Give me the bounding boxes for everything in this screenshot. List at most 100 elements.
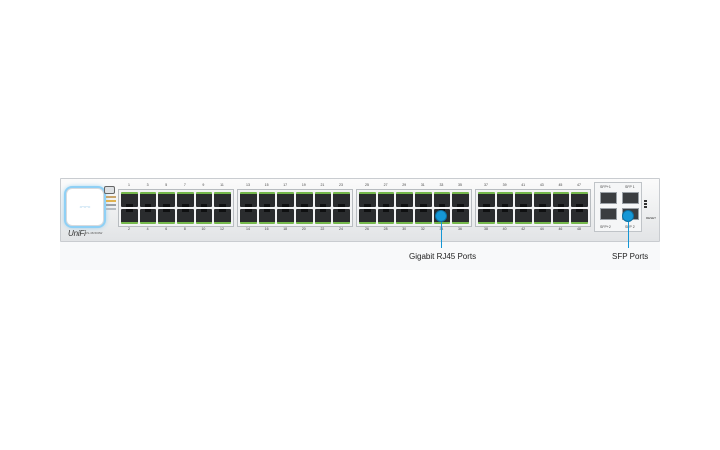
rj45-port-21 <box>314 192 332 207</box>
rj45-port-44 <box>533 209 551 224</box>
rj45-port-47 <box>571 192 588 207</box>
port-number: 4 <box>146 227 149 231</box>
rj45-port-9 <box>195 192 213 207</box>
rj45-port-6 <box>158 209 175 224</box>
sfp-label: SFP 2 <box>625 225 635 229</box>
rj45-port-43 <box>533 192 551 207</box>
rj45-port-16 <box>258 209 276 224</box>
port-number: 27 <box>383 183 388 187</box>
rj45-port-32 <box>414 209 432 224</box>
rj45-port-37 <box>478 192 495 207</box>
port-number: 43 <box>539 183 544 187</box>
port-number: 12 <box>220 227 224 231</box>
rj45-port-group <box>237 189 353 227</box>
port-number: 45 <box>558 183 563 187</box>
rj45-callout-marker <box>435 210 447 222</box>
rj45-port-31 <box>414 192 432 207</box>
rj45-port-22 <box>314 209 332 224</box>
rj45-port-19 <box>295 192 313 207</box>
port-number: 8 <box>183 227 186 231</box>
rj45-port-42 <box>515 209 532 224</box>
rj45-port-18 <box>277 209 294 224</box>
rj45-port-group <box>356 189 472 227</box>
port-number: 22 <box>320 227 325 231</box>
port-number: 35 <box>458 183 462 187</box>
rj45-port-7 <box>176 192 194 207</box>
rj45-port-27 <box>377 192 395 207</box>
port-number: 2 <box>128 227 130 231</box>
port-number: 21 <box>320 183 325 187</box>
port-number: 19 <box>301 183 306 187</box>
port-number: 10 <box>201 227 206 231</box>
port-number: 11 <box>220 183 224 187</box>
port-number: 9 <box>202 183 205 187</box>
sfp-plus-port-2 <box>600 208 617 220</box>
port-number: 18 <box>283 227 288 231</box>
rj45-port-14 <box>240 209 257 224</box>
rj45-port-36 <box>452 209 469 224</box>
unifi-logo: UniFi <box>68 229 86 238</box>
port-number: 25 <box>365 183 369 187</box>
port-number: 17 <box>283 183 288 187</box>
port-number: 13 <box>246 183 250 187</box>
rj45-port-11 <box>214 192 231 207</box>
rj45-port-10 <box>195 209 213 224</box>
status-led-icon <box>66 188 104 226</box>
sfp-plus-port-1 <box>600 192 617 204</box>
port-number: 31 <box>420 183 425 187</box>
sfp-label: SFP+1 <box>600 185 611 189</box>
port-number: 6 <box>165 227 168 231</box>
status-legend <box>106 196 116 212</box>
port-number: 28 <box>383 227 388 231</box>
rj45-port-28 <box>377 209 395 224</box>
reset-label: RESET <box>646 216 657 220</box>
port-number: 24 <box>339 227 343 231</box>
rj45-port-17 <box>277 192 294 207</box>
rj45-port-12 <box>214 209 231 224</box>
rj45-port-48 <box>571 209 588 224</box>
model-label: US-48-500W <box>85 231 103 235</box>
rj45-port-1 <box>121 192 138 207</box>
rj45-callout-label: Gigabit RJ45 Ports <box>409 252 477 261</box>
port-number: 26 <box>365 227 369 231</box>
rj45-port-46 <box>552 209 570 224</box>
rj45-port-8 <box>176 209 194 224</box>
port-number: 5 <box>165 183 168 187</box>
sfp-panel: SFP+1 SFP 1 SFP+2 SFP 2 <box>594 182 642 232</box>
rj45-port-33 <box>433 192 451 207</box>
port-number: 42 <box>521 227 526 231</box>
rj45-port-24 <box>333 209 350 224</box>
port-number: 15 <box>264 183 269 187</box>
port-number: 7 <box>183 183 186 187</box>
rj45-port-15 <box>258 192 276 207</box>
rj45-port-35 <box>452 192 469 207</box>
port-number: 47 <box>577 183 581 187</box>
rj45-port-group <box>118 189 234 227</box>
sfp-callout-marker <box>622 210 634 222</box>
rj45-port-2 <box>121 209 138 224</box>
rj45-port-41 <box>515 192 532 207</box>
port-number: 20 <box>301 227 306 231</box>
port-number: 29 <box>402 183 407 187</box>
port-number: 14 <box>246 227 250 231</box>
port-number: 41 <box>521 183 526 187</box>
rj45-port-40 <box>496 209 514 224</box>
sfp-led-indicators <box>644 200 647 209</box>
sfp-callout-label: SFP Ports <box>612 252 649 261</box>
port-number: 46 <box>558 227 563 231</box>
port-number: 39 <box>502 183 507 187</box>
port-number: 38 <box>484 227 488 231</box>
rj45-port-group <box>475 189 591 227</box>
rj45-callout-line <box>441 222 442 248</box>
rj45-port-30 <box>396 209 413 224</box>
rj45-port-25 <box>359 192 376 207</box>
rj45-port-45 <box>552 192 570 207</box>
sfp-callout-line <box>628 222 629 248</box>
rj45-port-13 <box>240 192 257 207</box>
rj45-port-3 <box>139 192 157 207</box>
port-number: 36 <box>458 227 462 231</box>
rj45-port-4 <box>139 209 157 224</box>
rj45-port-39 <box>496 192 514 207</box>
port-number: 37 <box>484 183 488 187</box>
sfp-port-1 <box>622 192 639 204</box>
